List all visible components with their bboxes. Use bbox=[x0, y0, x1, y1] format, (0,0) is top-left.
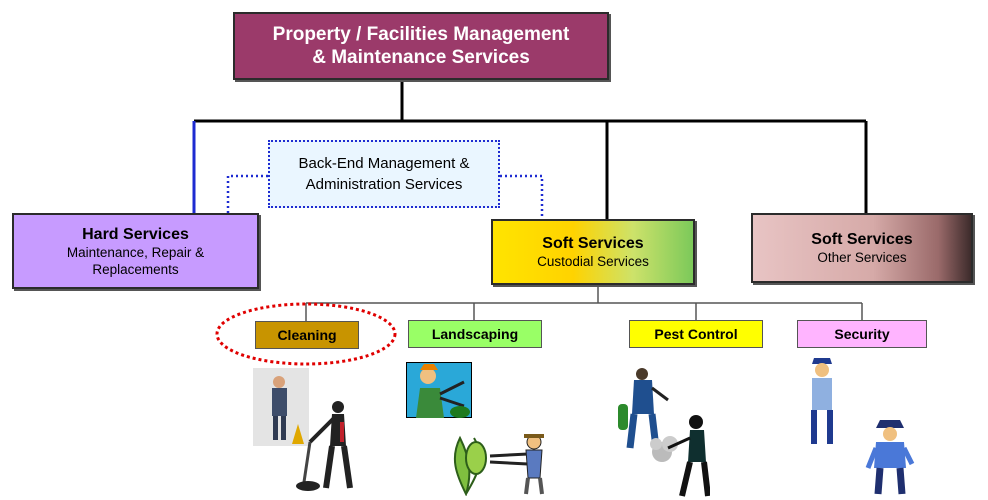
hard-sub2: Replacements bbox=[92, 261, 179, 277]
hedge-trimmer-clipart bbox=[453, 434, 544, 496]
gardener-clipart bbox=[406, 362, 472, 418]
top-line2: & Maintenance Services bbox=[312, 47, 530, 68]
vacuum-clipart bbox=[296, 401, 353, 491]
hard-sub1: Maintenance, Repair & bbox=[66, 244, 205, 260]
other-title: Soft Services bbox=[811, 231, 913, 248]
service-security: Security bbox=[797, 320, 927, 348]
soft-sub: Custodial Services bbox=[537, 254, 649, 269]
backend-box: Back-End Management & Administration Ser… bbox=[268, 140, 500, 208]
highlight-ellipse bbox=[215, 302, 397, 366]
policeman-clipart bbox=[865, 420, 915, 495]
cleaner-clipart bbox=[253, 368, 309, 446]
service-landscaping: Landscaping bbox=[408, 320, 542, 348]
sprayer-clipart bbox=[650, 415, 710, 497]
other-sub: Other Services bbox=[817, 250, 907, 265]
hard-title: Hard Services bbox=[82, 225, 189, 243]
police-officer-clipart bbox=[811, 358, 833, 444]
service-cleaning: Cleaning bbox=[255, 321, 359, 349]
exterminator-clipart bbox=[618, 368, 669, 449]
top-box-facilities-management: Property / Facilities Management & Maint… bbox=[233, 12, 609, 80]
service-pest-control: Pest Control bbox=[629, 320, 763, 348]
soft-services-other-box: Soft Services Other Services bbox=[751, 213, 973, 283]
backend-line1: Back-End Management & bbox=[298, 155, 470, 172]
soft-title: Soft Services bbox=[542, 235, 644, 252]
hard-services-box: Hard Services Maintenance, Repair & Repl… bbox=[12, 213, 259, 289]
top-line1: Property / Facilities Management bbox=[272, 24, 570, 45]
soft-services-custodial-box: Soft Services Custodial Services bbox=[491, 219, 695, 285]
backend-line2: Administration Services bbox=[305, 176, 463, 193]
